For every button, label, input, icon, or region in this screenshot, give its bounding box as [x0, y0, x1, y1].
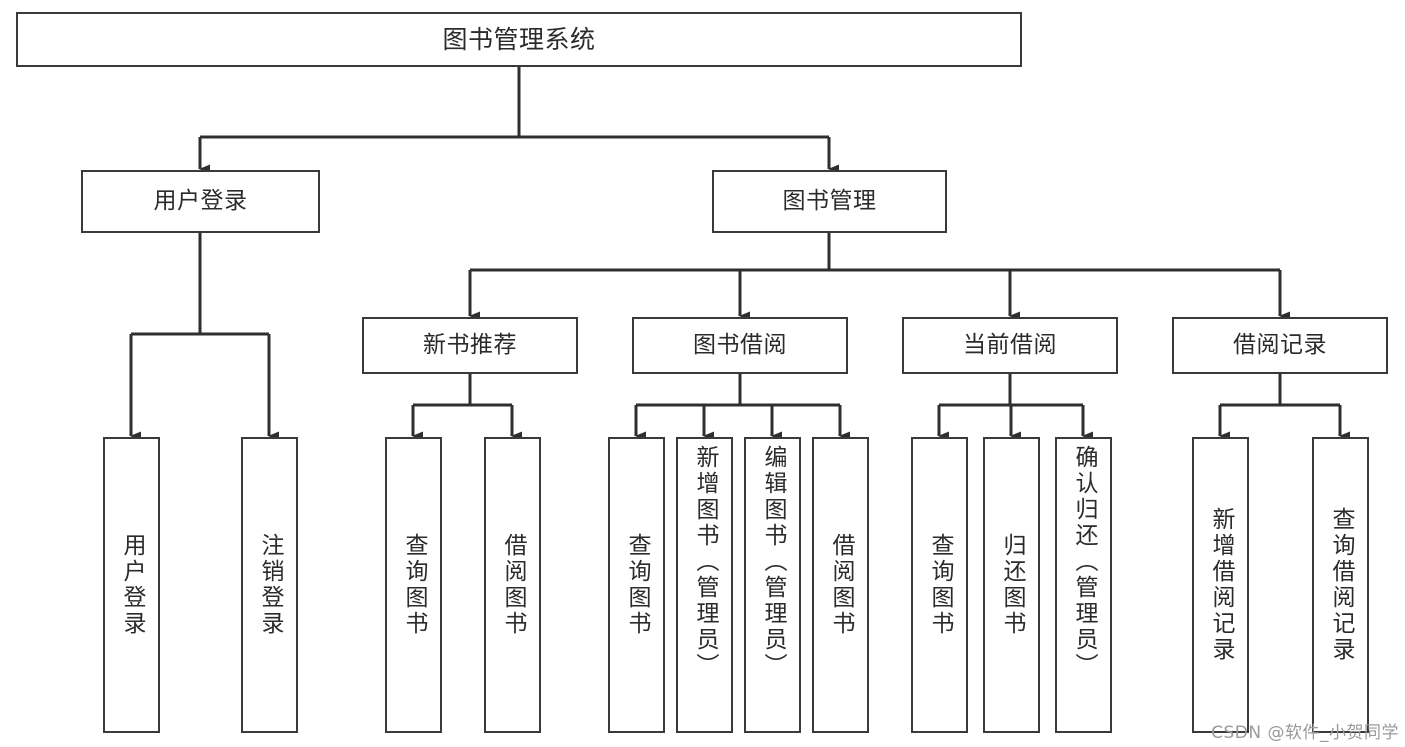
- node-label: 确认归还（管理员）: [1071, 445, 1097, 679]
- node-label: 编辑图书（管理员）: [760, 445, 786, 679]
- node-label: 当前借阅: [963, 331, 1057, 358]
- node-edit-book-admin[interactable]: 编辑图书（管理员）: [744, 437, 801, 733]
- node-current-borrow[interactable]: 当前借阅: [902, 317, 1118, 374]
- node-query-book-recommend[interactable]: 查询图书: [385, 437, 442, 733]
- node-label: 用户登录: [119, 533, 145, 637]
- node-label: 借阅记录: [1233, 331, 1327, 358]
- node-label: 查询图书: [624, 533, 650, 637]
- node-label: 查询图书: [401, 533, 427, 637]
- node-label: 用户登录: [153, 187, 248, 214]
- node-label: 归还图书: [999, 533, 1025, 637]
- node-label: 借阅图书: [828, 533, 854, 637]
- node-label: 查询借阅记录: [1328, 507, 1354, 663]
- node-return-book-current[interactable]: 归还图书: [983, 437, 1040, 733]
- node-label: 借阅图书: [500, 533, 526, 637]
- node-label: 新增图书（管理员）: [692, 445, 718, 679]
- node-user-login[interactable]: 用户登录: [81, 170, 320, 233]
- node-borrow-record[interactable]: 借阅记录: [1172, 317, 1388, 374]
- node-book-borrow[interactable]: 图书借阅: [632, 317, 848, 374]
- node-label: 查询图书: [927, 533, 953, 637]
- node-borrow-book-recommend[interactable]: 借阅图书: [484, 437, 541, 733]
- node-label: 新书推荐: [423, 331, 517, 358]
- node-label: 图书借阅: [693, 331, 787, 358]
- node-query-book-borrow[interactable]: 查询图书: [608, 437, 665, 733]
- watermark-text: CSDN @软件_小贺同学: [1211, 723, 1399, 743]
- node-user-login-action[interactable]: 用户登录: [103, 437, 160, 733]
- node-confirm-return-admin[interactable]: 确认归还（管理员）: [1055, 437, 1112, 733]
- node-label: 图书管理: [782, 187, 877, 214]
- node-user-logout-action[interactable]: 注销登录: [241, 437, 298, 733]
- node-label: 注销登录: [257, 533, 283, 637]
- node-new-book-recommend[interactable]: 新书推荐: [362, 317, 578, 374]
- node-label: 新增借阅记录: [1208, 507, 1234, 663]
- node-root-system[interactable]: 图书管理系统: [16, 12, 1022, 67]
- node-borrow-book-borrow[interactable]: 借阅图书: [812, 437, 869, 733]
- node-add-borrow-record[interactable]: 新增借阅记录: [1192, 437, 1249, 733]
- node-label: 图书管理系统: [442, 24, 596, 54]
- node-book-management[interactable]: 图书管理: [712, 170, 947, 233]
- node-query-book-current[interactable]: 查询图书: [911, 437, 968, 733]
- node-query-borrow-record[interactable]: 查询借阅记录: [1312, 437, 1369, 733]
- node-add-book-admin[interactable]: 新增图书（管理员）: [676, 437, 733, 733]
